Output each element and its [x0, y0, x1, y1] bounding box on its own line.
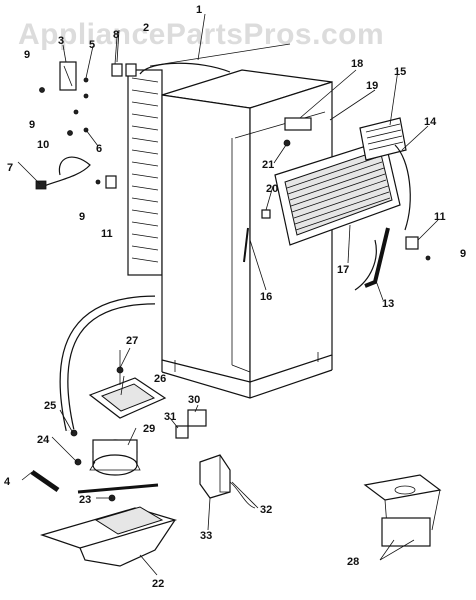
label-part-13: 13	[382, 298, 394, 310]
label-part-18: 18	[351, 58, 363, 70]
compressor-mounting-plate	[40, 483, 178, 567]
start-capacitor	[199, 454, 256, 509]
label-part-14: 14	[424, 116, 437, 128]
label-part-3: 3	[58, 35, 64, 47]
evaporator-coil	[274, 117, 411, 291]
label-part-28: 28	[347, 556, 359, 568]
label-part-22: 22	[152, 578, 164, 590]
label-part-9-b: 9	[29, 119, 35, 131]
rear-condenser-coil	[127, 43, 291, 276]
compressor	[89, 439, 141, 476]
label-part-17: 17	[337, 264, 349, 276]
drain-pan	[88, 350, 167, 419]
label-part-24: 24	[37, 434, 50, 446]
label-part-8: 8	[113, 29, 119, 41]
misc-hardware	[39, 61, 431, 502]
label-part-10: 10	[37, 139, 49, 151]
label-part-2: 2	[143, 22, 149, 34]
label-part-9-c: 9	[79, 211, 85, 223]
leader-lines	[17, 13, 439, 576]
power-cord	[35, 156, 91, 190]
condenser-fan-motor	[363, 474, 442, 547]
label-part-11-b: 11	[434, 211, 446, 223]
label-part-27: 27	[126, 335, 138, 347]
label-part-20: 20	[266, 183, 278, 195]
label-part-4: 4	[4, 476, 11, 488]
label-part-5: 5	[89, 39, 95, 51]
label-part-9-d: 9	[460, 248, 466, 260]
label-part-15: 15	[394, 66, 406, 78]
label-part-16: 16	[260, 291, 272, 303]
label-part-9-a: 9	[24, 49, 30, 61]
label-part-6: 6	[96, 143, 102, 155]
label-part-31: 31	[164, 411, 176, 423]
refrigerator-cabinet	[161, 69, 333, 399]
label-part-25: 25	[44, 400, 56, 412]
label-part-7: 7	[7, 162, 13, 174]
label-part-21: 21	[262, 159, 274, 171]
label-part-19: 19	[366, 80, 378, 92]
drain-tube	[364, 227, 390, 288]
relay-overload	[175, 409, 207, 439]
label-part-23: 23	[79, 494, 91, 506]
label-part-33: 33	[200, 530, 212, 542]
label-part-11-a: 11	[101, 228, 113, 240]
label-part-26: 26	[154, 373, 166, 385]
label-part-1: 1	[196, 4, 202, 16]
label-part-30: 30	[188, 394, 200, 406]
filter-drier	[30, 469, 60, 493]
watermark: AppliancePartsPros.com	[18, 18, 384, 51]
label-part-32: 32	[260, 504, 272, 516]
label-part-29: 29	[143, 423, 155, 435]
